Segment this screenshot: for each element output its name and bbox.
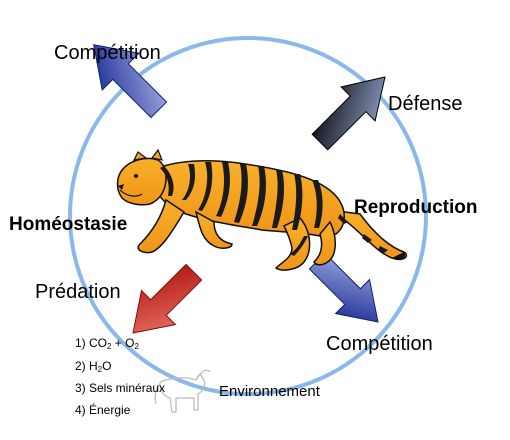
ecosystem-circle <box>68 36 428 396</box>
input-item-4: 4) Énergie <box>75 403 131 417</box>
arrow-up-right-icon <box>311 76 386 151</box>
label-competition-bottom: Compétition <box>326 333 433 355</box>
arrow-down-left-icon <box>132 263 203 334</box>
label-competition-top: Compétition <box>54 42 161 64</box>
label-predation: Prédation <box>35 281 121 303</box>
input-item-3: 3) Sels minéraux <box>75 381 166 395</box>
label-environnement: Environnement <box>219 383 320 400</box>
input-item-2: 2) H2O <box>75 359 112 374</box>
arrow-up-left-icon <box>93 44 168 119</box>
arrow-down-right-icon <box>308 252 379 323</box>
label-defense: Défense <box>388 93 463 115</box>
input-item-1: 1) CO2 + O2 <box>75 336 139 351</box>
label-reproduction: Reproduction <box>354 197 478 218</box>
label-homeostasie: Homéostasie <box>9 214 128 235</box>
goat-icon <box>154 369 211 413</box>
tiger-icon <box>116 148 408 271</box>
